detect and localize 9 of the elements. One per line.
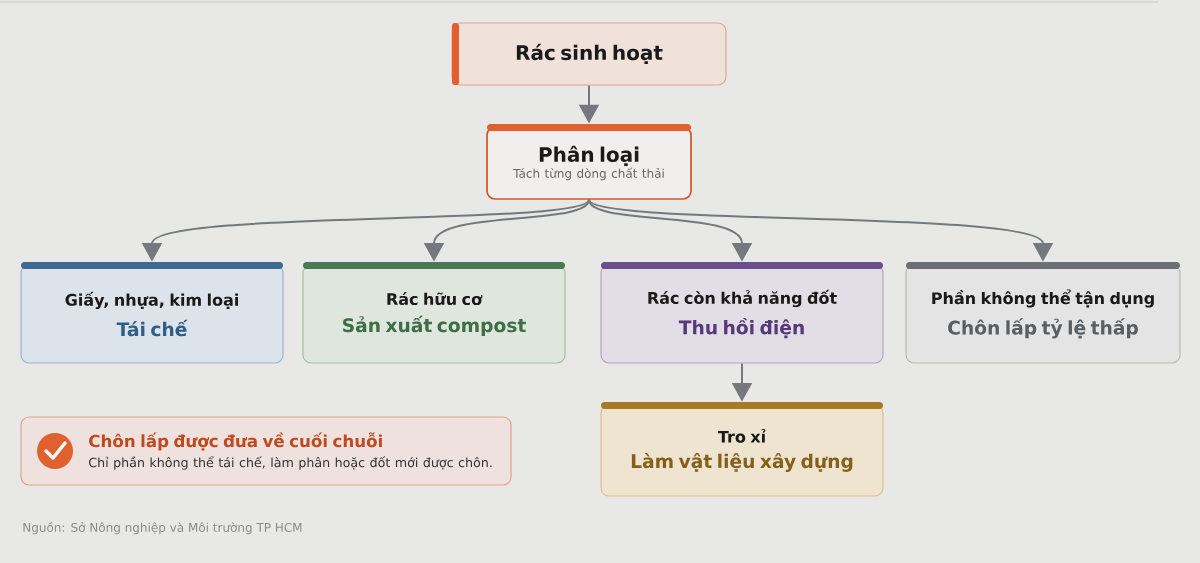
source-note: Nguồn: Sở Nông nghiệp và Môi trường TP HCM <box>23 521 302 535</box>
input-box: Rác sinh hoạt <box>451 22 727 86</box>
category-box: Phần không thể tận dụng Chôn lấp tỷ lệ thấp <box>905 262 1181 364</box>
note-box: Chôn lấp được đưa về cuối chuỗi Chỉ phần không thể tái chế, làm phân hoặc đốt mới được chôn. <box>20 416 512 486</box>
category-box: Rác hữu cơ Sản xuất compost <box>302 262 566 364</box>
category-box: Rác còn khả năng đốt Thu hồi điện <box>600 262 884 364</box>
category-box: Giấy, nhựa, kim loại Tái chế <box>20 262 284 364</box>
category-box: Phân loại Tách từng dòng chất thải <box>486 124 692 200</box>
category-box: Tro xỉ Làm vật liệu xây dựng <box>600 402 884 497</box>
